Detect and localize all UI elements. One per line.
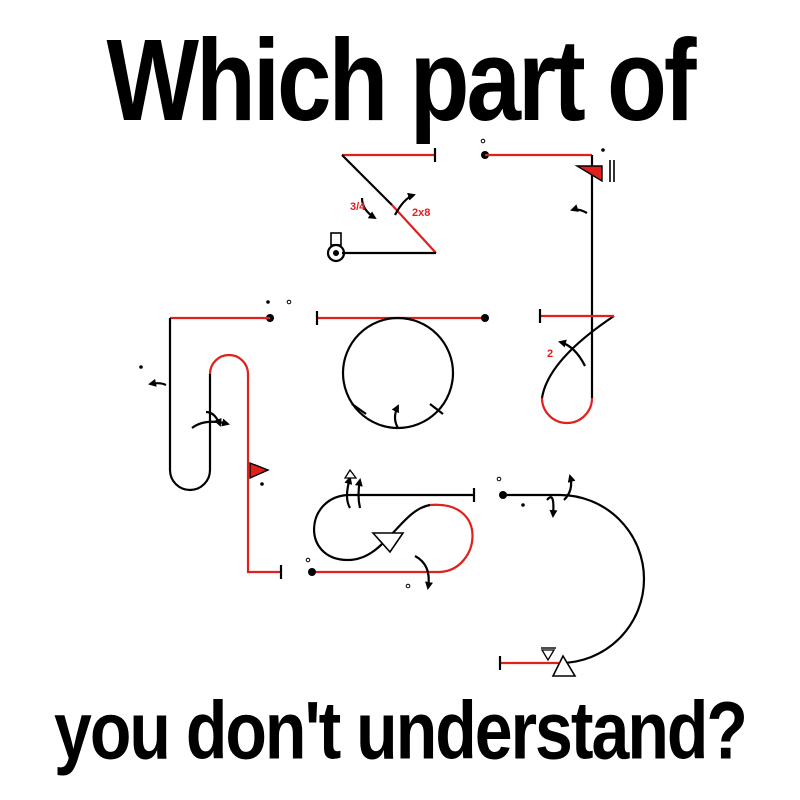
headline-top: Which part of — [106, 14, 696, 145]
fraction-label: 3/4 — [350, 201, 366, 213]
right-column-figure — [480, 138, 615, 425]
count-label: 2 — [547, 348, 553, 360]
arc-figure — [496, 474, 646, 677]
figure-eight — [305, 468, 476, 590]
z-figure — [326, 148, 437, 263]
circle-figure — [266, 299, 489, 430]
headline-bottom: you don't understand? — [54, 685, 748, 777]
left-loop-figure — [139, 314, 283, 579]
rotation-label: 2x8 — [412, 207, 430, 219]
